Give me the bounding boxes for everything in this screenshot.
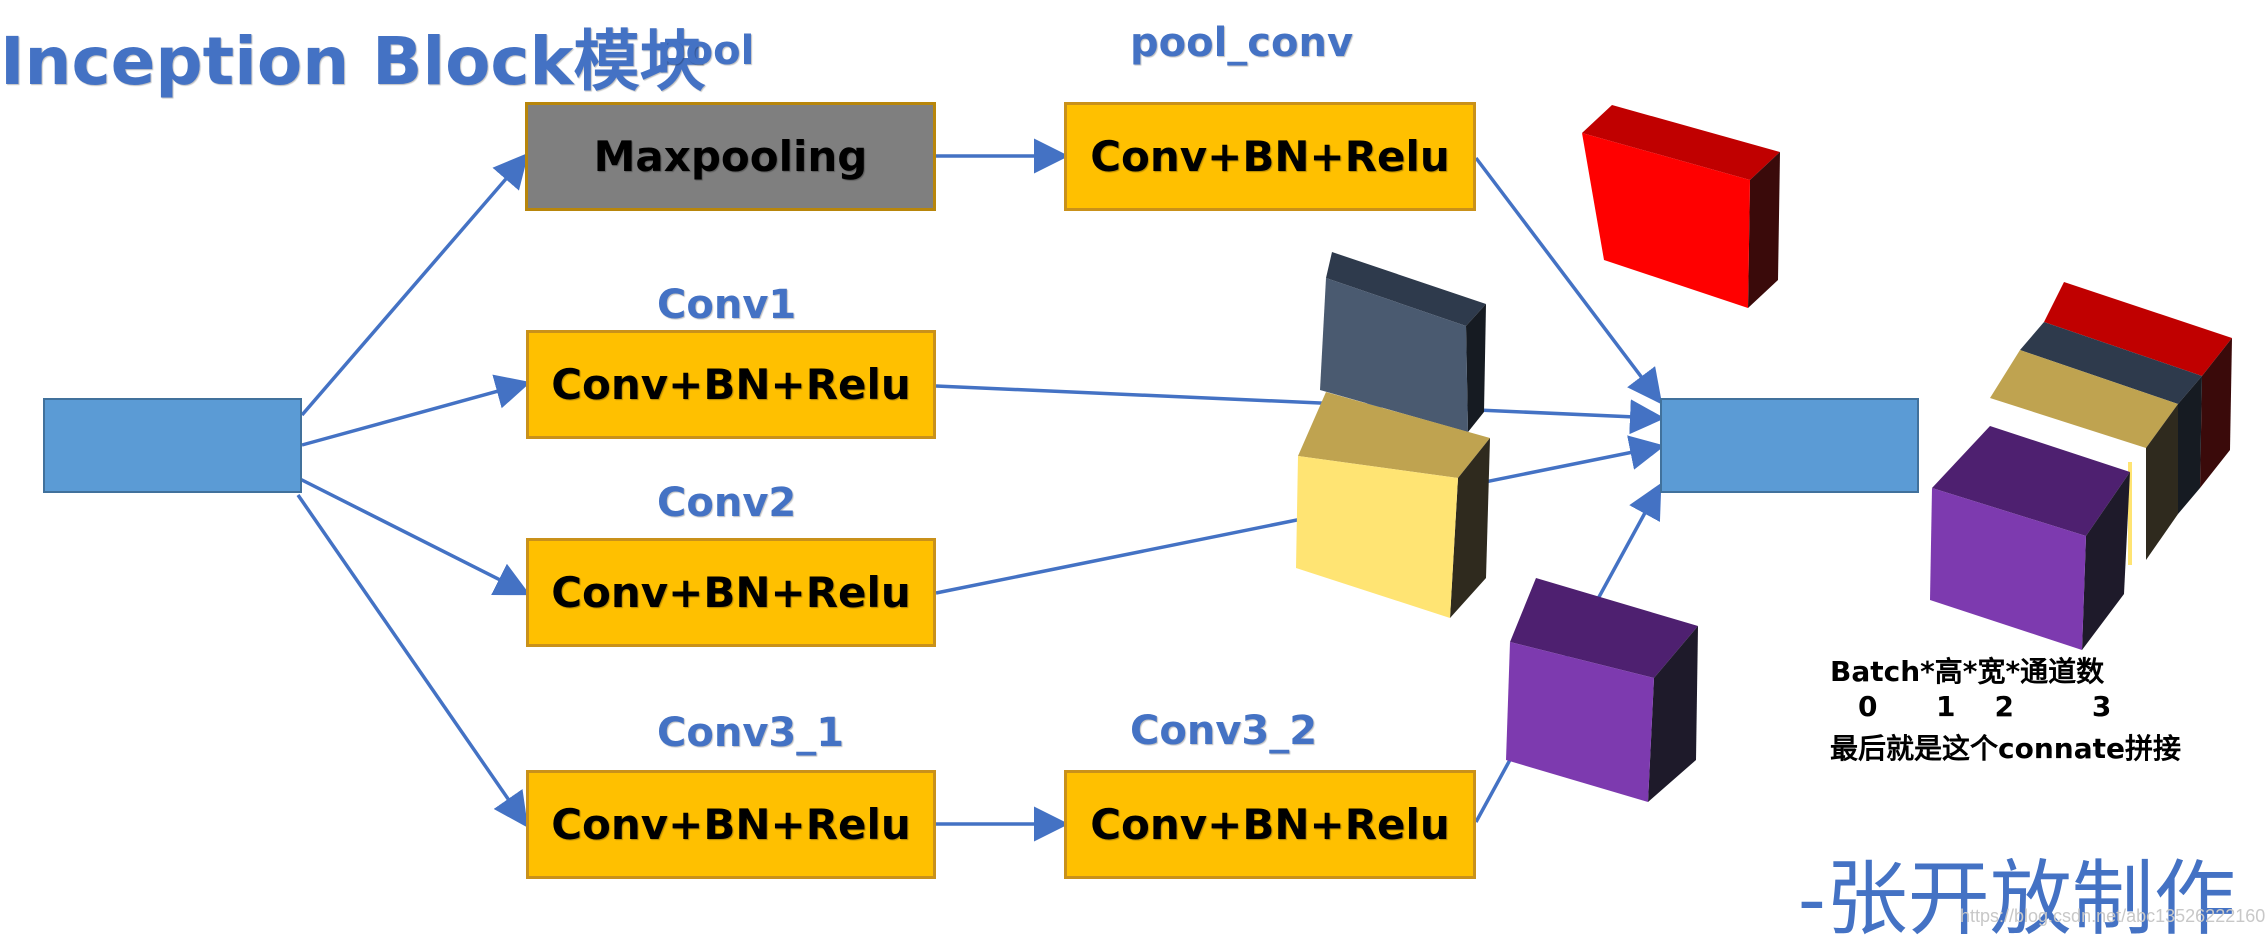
pool-conv-box: Conv+BN+Relu bbox=[1064, 102, 1476, 211]
note-indices: 0 1 2 3 bbox=[1858, 690, 2112, 723]
arrow-conv1-to-output bbox=[935, 384, 1665, 435]
red-cube bbox=[1582, 105, 1780, 308]
watermark: https://blog.csdn.net/abc13526222160 bbox=[1960, 906, 2265, 926]
arrow-input-to-maxpool bbox=[300, 152, 529, 417]
label-conv3-1: Conv3_1 bbox=[657, 710, 845, 756]
arrow-poolconv-to-output bbox=[1474, 156, 1663, 405]
label-conv3-2: Conv3_2 bbox=[1130, 708, 1318, 754]
conv3-2-box: Conv+BN+Relu bbox=[1064, 770, 1476, 879]
arrow-input-to-conv3-1 bbox=[296, 494, 528, 828]
concatenated-cube-stack bbox=[1930, 282, 2232, 650]
diagram-canvas bbox=[296, 105, 2232, 842]
arrow-input-to-conv1 bbox=[301, 374, 531, 447]
conv2-box: Conv+BN+Relu bbox=[526, 538, 936, 647]
note-dimensions: Batch*高*宽*通道数 bbox=[1830, 655, 2105, 688]
arrow-input-to-conv2 bbox=[297, 476, 531, 596]
maxpooling-box: Maxpooling bbox=[525, 102, 936, 211]
page-title: Inception Block模块 bbox=[0, 23, 706, 100]
yellow-cube bbox=[1296, 392, 1490, 618]
conv3-1-box: Conv+BN+Relu bbox=[526, 770, 936, 879]
author-signature: -张开放制作 bbox=[1798, 852, 2236, 947]
conv1-box: Conv+BN+Relu bbox=[526, 330, 936, 439]
purple-cube bbox=[1506, 578, 1698, 802]
slate-cube bbox=[1320, 252, 1486, 432]
label-conv2: Conv2 bbox=[657, 480, 797, 526]
label-pool-conv: pool_conv bbox=[1130, 20, 1354, 66]
label-pool: pool bbox=[657, 28, 755, 74]
output-block bbox=[1660, 398, 1919, 493]
note-concat: 最后就是这个connate拼接 bbox=[1830, 732, 2181, 765]
label-conv1: Conv1 bbox=[657, 282, 797, 328]
input-block bbox=[43, 398, 302, 493]
